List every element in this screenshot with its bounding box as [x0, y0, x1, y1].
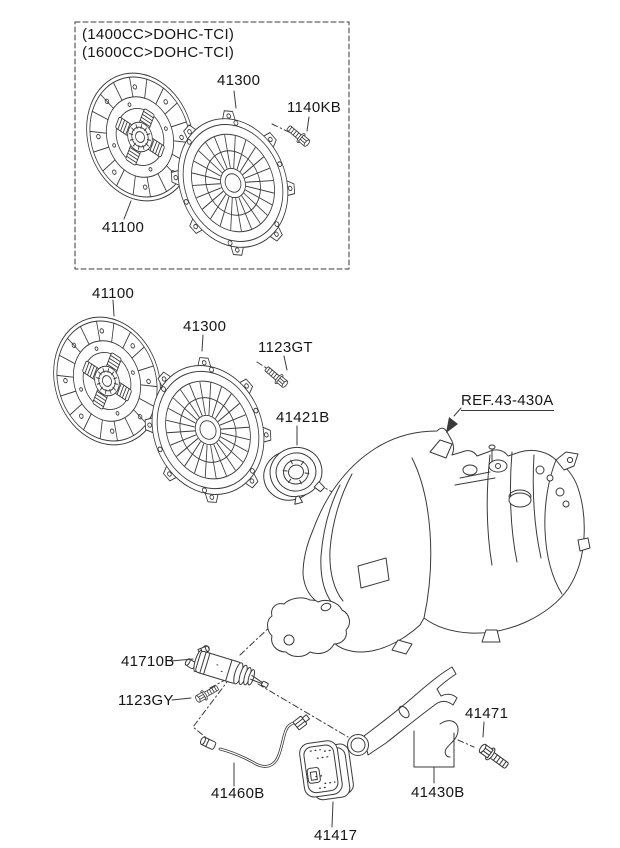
- release-bearing-drawing: [263, 446, 326, 505]
- callout-release-fork[interactable]: 41430B: [411, 784, 465, 801]
- fork-pivot-bolt-drawing: [476, 741, 512, 773]
- clutch-tube-drawing: [199, 714, 310, 768]
- callout-cover-bolt[interactable]: 1123GT: [258, 339, 313, 356]
- release-cylinder-drawing: [184, 645, 269, 688]
- callout-leader-lines: [112, 90, 485, 828]
- inset-engine-note-line2: (1600CC>DOHC-TCI): [82, 44, 235, 61]
- fork-return-clip: [439, 720, 459, 758]
- callout-inset-clutch-cover[interactable]: 41300: [217, 72, 261, 89]
- callout-cylinder-bolt[interactable]: 1123GY: [118, 692, 174, 709]
- release-fork-drawing: [347, 666, 459, 758]
- inset-variant-box: [74, 21, 350, 270]
- damper-drawing: [299, 740, 354, 801]
- callout-clutch-tube[interactable]: 41460B: [211, 785, 265, 802]
- callout-damper[interactable]: 41417: [314, 827, 358, 844]
- callout-release-cylinder[interactable]: 41710B: [121, 653, 175, 670]
- callout-inset-cover-bolt[interactable]: 1140KB: [287, 99, 342, 116]
- callout-clutch-disc[interactable]: 41100: [92, 285, 135, 302]
- callout-clutch-cover[interactable]: 41300: [183, 318, 227, 335]
- cover-bolt-drawing: [262, 363, 291, 390]
- inset-engine-note-line1: (1400CC>DOHC-TCI): [82, 26, 235, 43]
- cylinder-bolt-drawing: [193, 682, 221, 705]
- callout-release-bearing[interactable]: 41421B: [276, 409, 330, 426]
- transaxle-drawing: [267, 427, 591, 657]
- callout-transaxle-ref[interactable]: REF.43-430A: [461, 392, 554, 411]
- ref-arrowhead: [446, 417, 458, 433]
- callout-inset-clutch-disc[interactable]: 41100: [102, 219, 145, 236]
- fork-callout-bracket: [413, 730, 455, 784]
- callout-fork-pivot-bolt[interactable]: 41471: [465, 705, 509, 722]
